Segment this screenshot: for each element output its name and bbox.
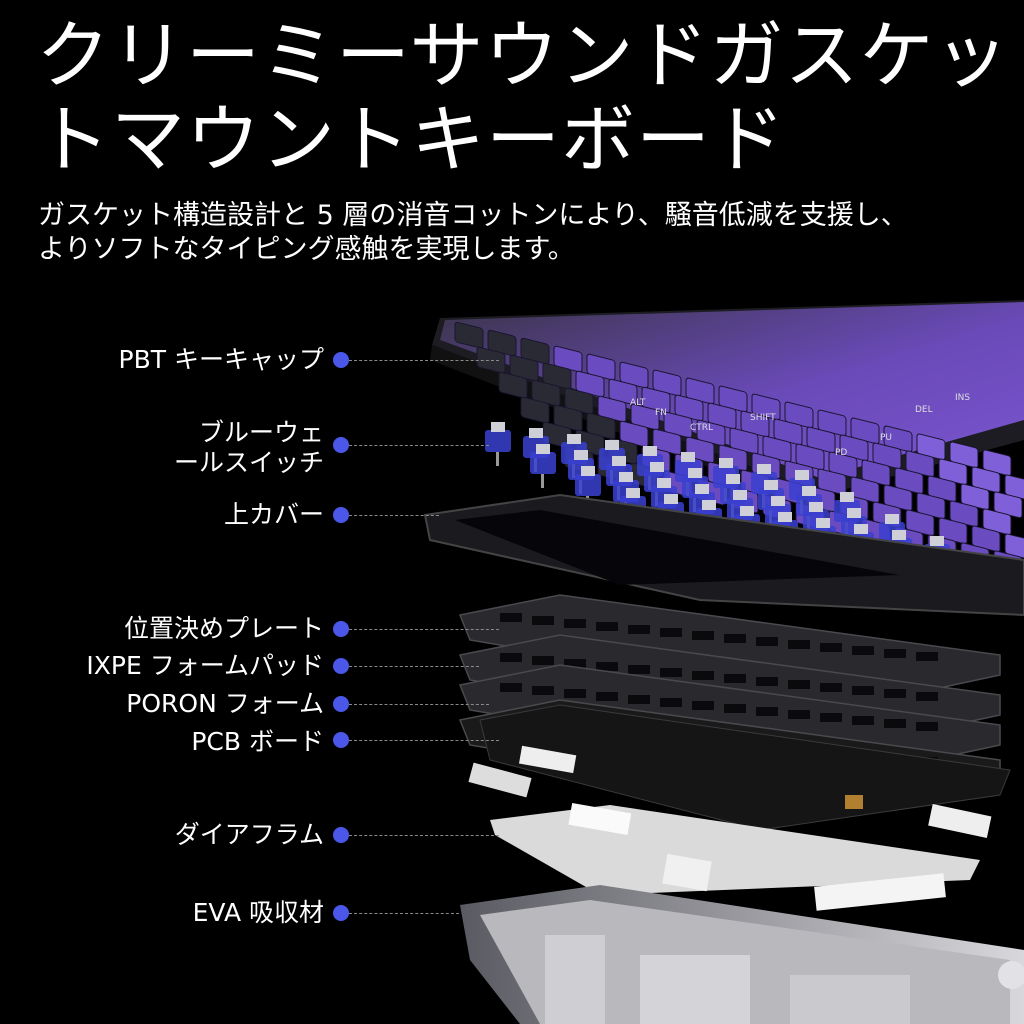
dot-pcb <box>333 732 349 748</box>
keycap <box>498 371 528 399</box>
dot-plate <box>333 621 349 637</box>
label-poron: PORON フォーム <box>126 689 324 718</box>
keycap <box>520 396 550 424</box>
leader-plate <box>349 629 499 630</box>
label-diaphragm: ダイアフラム <box>174 820 324 849</box>
label-keycap: PBT キーキャップ <box>118 345 324 374</box>
leader-top-cover <box>349 515 439 516</box>
leader-switch <box>349 445 489 446</box>
label-switch: ブルーウェ ールスイッチ <box>173 418 324 477</box>
label-plate: 位置決めプレート <box>123 614 324 643</box>
leader-eva <box>349 913 459 914</box>
leader-diaphragm <box>349 835 499 836</box>
top-cover <box>423 493 1024 617</box>
bottom-case <box>460 885 1024 1024</box>
keycap-legend: INS <box>955 393 970 403</box>
label-top-cover: 上カバー <box>223 500 324 529</box>
dot-keycap <box>333 352 349 368</box>
dot-ixpe <box>333 658 349 674</box>
page-subtitle: ガスケット構造設計と 5 層の消音コットンにより、騒音低減を支援し、 よりソフト… <box>38 200 908 265</box>
keycap-legend: PU <box>880 433 892 443</box>
keycap-legend: ALT <box>630 398 646 408</box>
label-pcb: PCB ボード <box>191 727 324 756</box>
keycap-legend: SHIFT <box>750 413 776 423</box>
keycap-legend: CTRL <box>690 423 713 433</box>
dot-poron <box>333 696 349 712</box>
leader-keycap <box>349 360 499 361</box>
dot-switch <box>333 437 349 453</box>
leader-ixpe <box>349 666 479 667</box>
leader-poron <box>349 704 489 705</box>
label-ixpe: IXPE フォームパッド <box>86 651 324 680</box>
dot-eva <box>333 905 349 921</box>
keycap-legend: DEL <box>915 405 933 415</box>
label-eva: EVA 吸収材 <box>192 898 324 927</box>
dot-top-cover <box>333 507 349 523</box>
keycap-legend: PD <box>835 448 847 458</box>
page-title: クリーミーサウンドガスケッ トマウントキーボード <box>36 13 1010 183</box>
plate-stack <box>458 594 1011 831</box>
dot-diaphragm <box>333 827 349 843</box>
leader-pcb <box>349 740 499 741</box>
keycap <box>454 321 484 349</box>
diaphragm <box>468 745 992 911</box>
switch-layer <box>485 422 950 580</box>
keycap-legend: FN <box>655 408 667 418</box>
